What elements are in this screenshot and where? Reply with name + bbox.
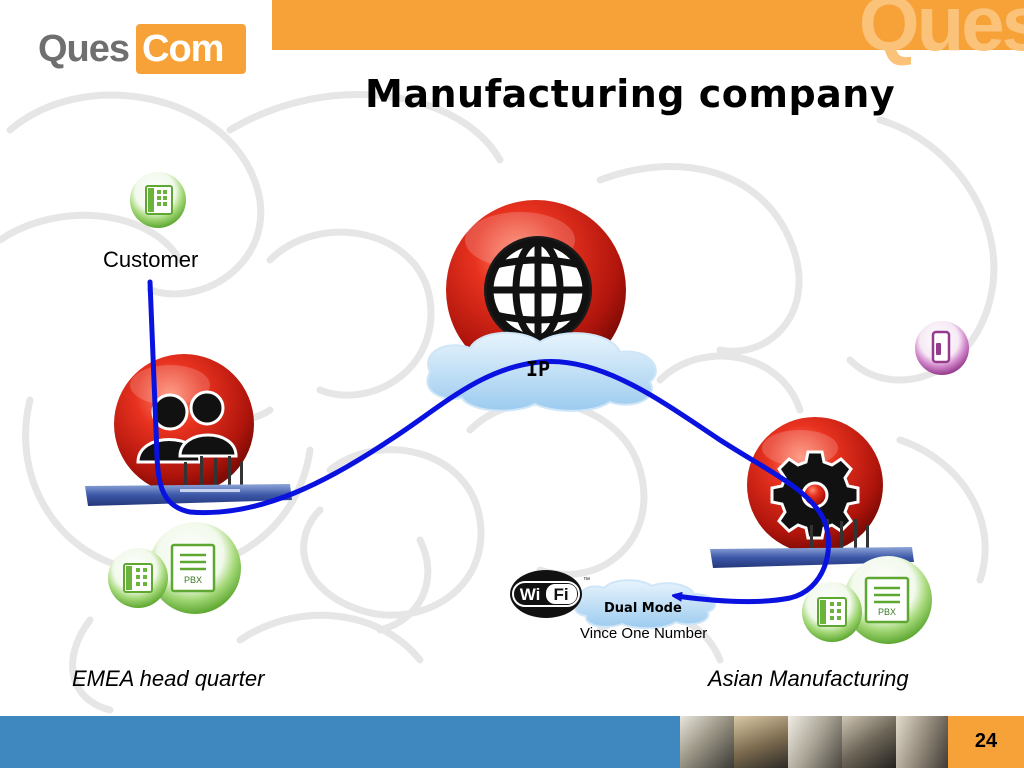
call-path-line [147, 279, 832, 605]
footer-photo-4 [842, 716, 896, 768]
mobile-phone-node [915, 321, 969, 375]
emea-users-node [114, 354, 254, 494]
dual-mode-label: Dual Mode [604, 601, 682, 616]
footer-photo-strip [680, 716, 950, 768]
globe-icon [484, 236, 592, 344]
customer-phone [130, 172, 186, 228]
footer-photo-2 [734, 716, 788, 768]
ip-cloud [426, 331, 657, 412]
footer-photo-5 [896, 716, 950, 768]
users-icon [136, 390, 238, 464]
gear-icon [770, 450, 860, 540]
header-watermark: Ques [858, 0, 1024, 67]
logo-text-com: Com [142, 28, 224, 70]
header-orange-bar: Ques [272, 0, 1024, 67]
phone-icon [817, 597, 847, 627]
pbx-label-right: PBX [878, 607, 896, 617]
pbx-icon [170, 543, 216, 593]
customer-label: Customer [103, 247, 199, 272]
ip-cloud-label: IP [526, 357, 551, 381]
quescom-logo: Ques Com [38, 24, 248, 76]
phone-icon [123, 563, 153, 593]
asian-manufacturing-label: Asian Manufacturing [708, 666, 909, 691]
emea-pbx-rack [85, 456, 292, 506]
emea-label: EMEA head quarter [72, 666, 265, 691]
footer-photo-3 [788, 716, 842, 768]
asian-pbx: PBX [844, 556, 932, 644]
vince-one-number-label: Vince One Number [580, 625, 708, 642]
pbx-label-left: PBX [184, 575, 202, 585]
mobile-phone-icon [931, 330, 951, 364]
trademark-symbol: ™ [583, 577, 590, 584]
emea-pbx: PBX [149, 522, 241, 614]
logo-text-ques: Ques [38, 28, 130, 70]
logo-orange-box [136, 24, 246, 74]
svg-text:Wi: Wi [520, 585, 541, 604]
phone-icon [145, 185, 173, 215]
emea-phone [108, 548, 168, 608]
asian-gear-node [747, 417, 883, 553]
svg-text:Fi: Fi [553, 585, 568, 604]
pbx-icon [864, 576, 910, 624]
page-number-box [948, 716, 1024, 768]
slide-title: Manufacturing company [365, 72, 896, 116]
footer-photo-1 [680, 716, 734, 768]
page-number: 24 [974, 730, 998, 752]
asian-phone [802, 582, 862, 642]
wifi-logo: Wi Fi ™ [510, 570, 590, 618]
